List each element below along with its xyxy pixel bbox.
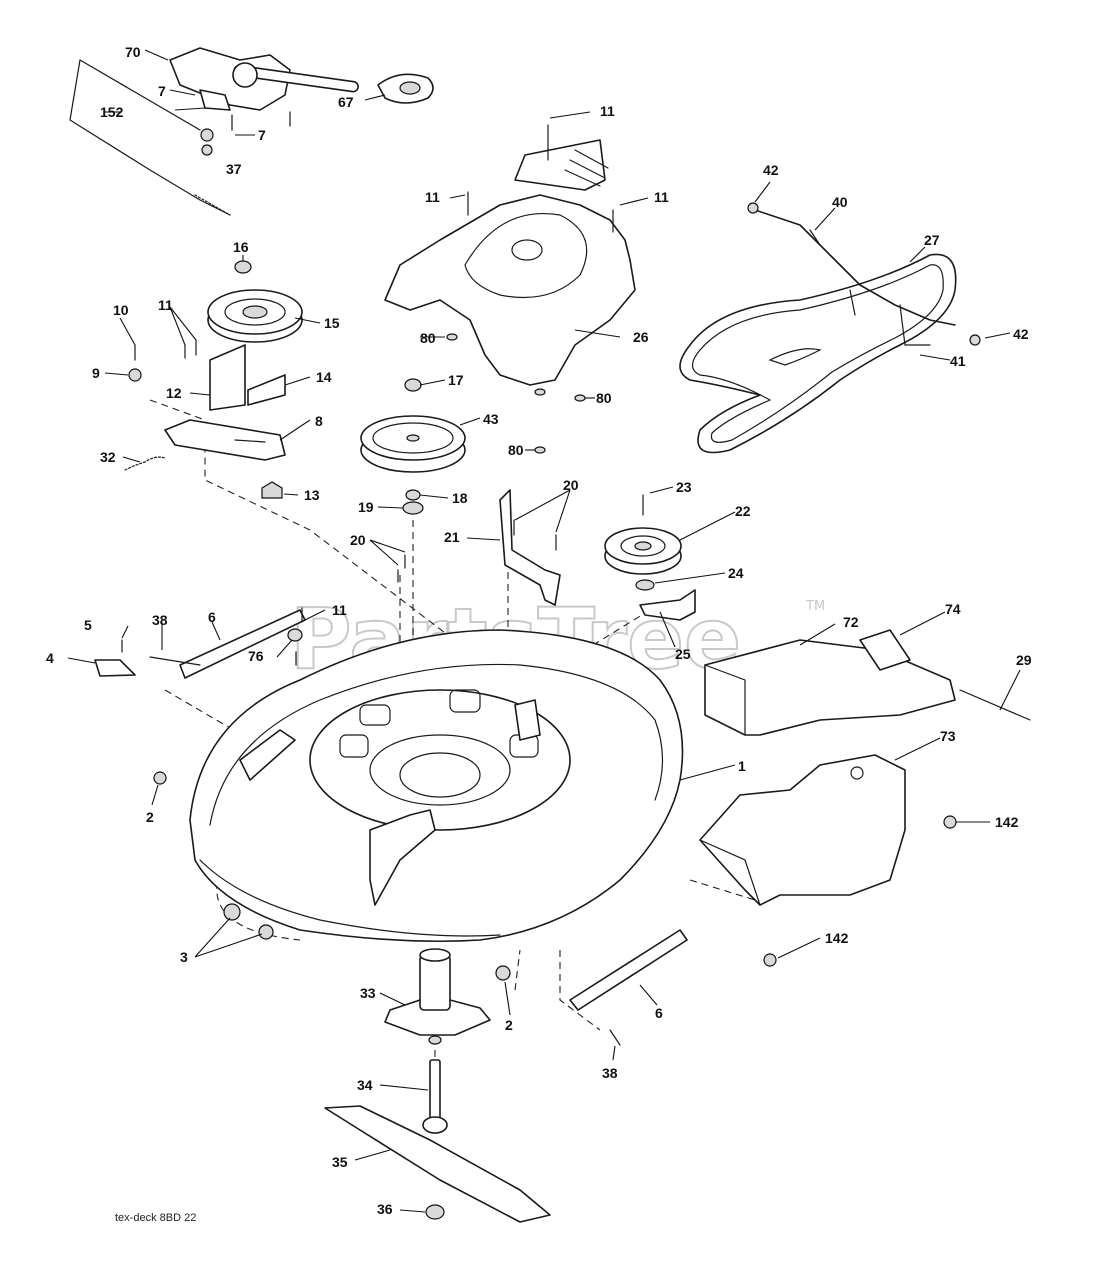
- callout-29: 29: [1016, 652, 1032, 668]
- callout-6a: 6: [208, 609, 216, 625]
- callout-35: 35: [332, 1154, 348, 1170]
- callout-11a: 11: [158, 297, 173, 313]
- callout-19: 19: [358, 499, 374, 515]
- callout-22: 22: [735, 503, 751, 519]
- callout-20b: 20: [563, 477, 579, 493]
- callout-21: 21: [444, 529, 460, 545]
- callout-labels: 1 2 2 3 4 5 6 6 7 7 8 9 10 11 11 11 11 1…: [46, 44, 1032, 1217]
- callout-1: 1: [738, 758, 746, 774]
- callout-34: 34: [357, 1077, 373, 1093]
- spindle-blade-assembly: [324, 948, 551, 1223]
- callout-23: 23: [676, 479, 692, 495]
- idler-arm-assembly: [124, 260, 303, 499]
- callout-42b: 42: [1013, 326, 1029, 342]
- callout-11e: 11: [332, 602, 347, 618]
- callout-7b: 7: [258, 127, 266, 143]
- callout-20a: 20: [350, 532, 366, 548]
- callout-2a: 2: [146, 809, 154, 825]
- callout-15: 15: [324, 315, 340, 331]
- callout-26: 26: [633, 329, 649, 345]
- leader-lines: [67, 49, 1021, 1213]
- callout-4: 4: [46, 650, 54, 666]
- callout-38a: 38: [152, 612, 168, 628]
- callout-5: 5: [84, 617, 92, 633]
- callout-14: 14: [316, 369, 332, 385]
- callout-8: 8: [315, 413, 323, 429]
- callout-41: 41: [950, 353, 966, 369]
- callout-80b: 80: [596, 390, 612, 406]
- callout-67: 67: [338, 94, 354, 110]
- callout-36: 36: [377, 1201, 393, 1217]
- callout-7a: 7: [158, 83, 166, 99]
- bracket-assembly: [397, 489, 561, 606]
- callout-43: 43: [483, 411, 499, 427]
- callout-13: 13: [304, 487, 320, 503]
- callout-142b: 142: [825, 930, 849, 946]
- callout-11d: 11: [654, 189, 669, 205]
- callout-70: 70: [125, 44, 141, 60]
- discharge-chute-assembly: [699, 629, 1031, 967]
- callout-74: 74: [945, 601, 961, 617]
- callout-16: 16: [233, 239, 249, 255]
- diagram-caption: tex-deck 8BD 22: [115, 1212, 196, 1224]
- callout-80a: 80: [420, 330, 436, 346]
- callout-3: 3: [180, 949, 188, 965]
- callout-152: 152: [100, 104, 124, 120]
- callout-80c: 80: [508, 442, 524, 458]
- callout-2b: 2: [505, 1017, 513, 1033]
- callout-6b: 6: [655, 1005, 663, 1021]
- callout-25: 25: [675, 646, 691, 662]
- callout-12: 12: [166, 385, 182, 401]
- callout-10: 10: [113, 302, 129, 318]
- callout-9: 9: [92, 365, 100, 381]
- callout-33: 33: [360, 985, 376, 1001]
- callout-27: 27: [924, 232, 940, 248]
- center-pulley-assembly: [360, 378, 466, 515]
- belt-cover-assembly: [384, 124, 636, 454]
- callout-73: 73: [940, 728, 956, 744]
- callout-142a: 142: [995, 814, 1019, 830]
- callout-11c: 11: [425, 189, 440, 205]
- drive-belt-assembly: [679, 202, 981, 454]
- idler-pulley-assembly: [604, 494, 696, 621]
- callout-37: 37: [226, 161, 242, 177]
- callout-11b: 11: [600, 103, 615, 119]
- hanger-brackets: [94, 607, 688, 1046]
- callout-40: 40: [832, 194, 848, 210]
- lift-linkage-assembly: [69, 47, 434, 216]
- mower-deck: [153, 629, 684, 981]
- callout-17: 17: [448, 372, 464, 388]
- callout-24: 24: [728, 565, 744, 581]
- callout-32: 32: [100, 449, 116, 465]
- callout-18: 18: [452, 490, 468, 506]
- watermark-trademark: TM: [805, 599, 825, 614]
- callout-38b: 38: [602, 1065, 618, 1081]
- callout-72: 72: [843, 614, 859, 630]
- callout-42a: 42: [763, 162, 779, 178]
- callout-76: 76: [248, 648, 264, 664]
